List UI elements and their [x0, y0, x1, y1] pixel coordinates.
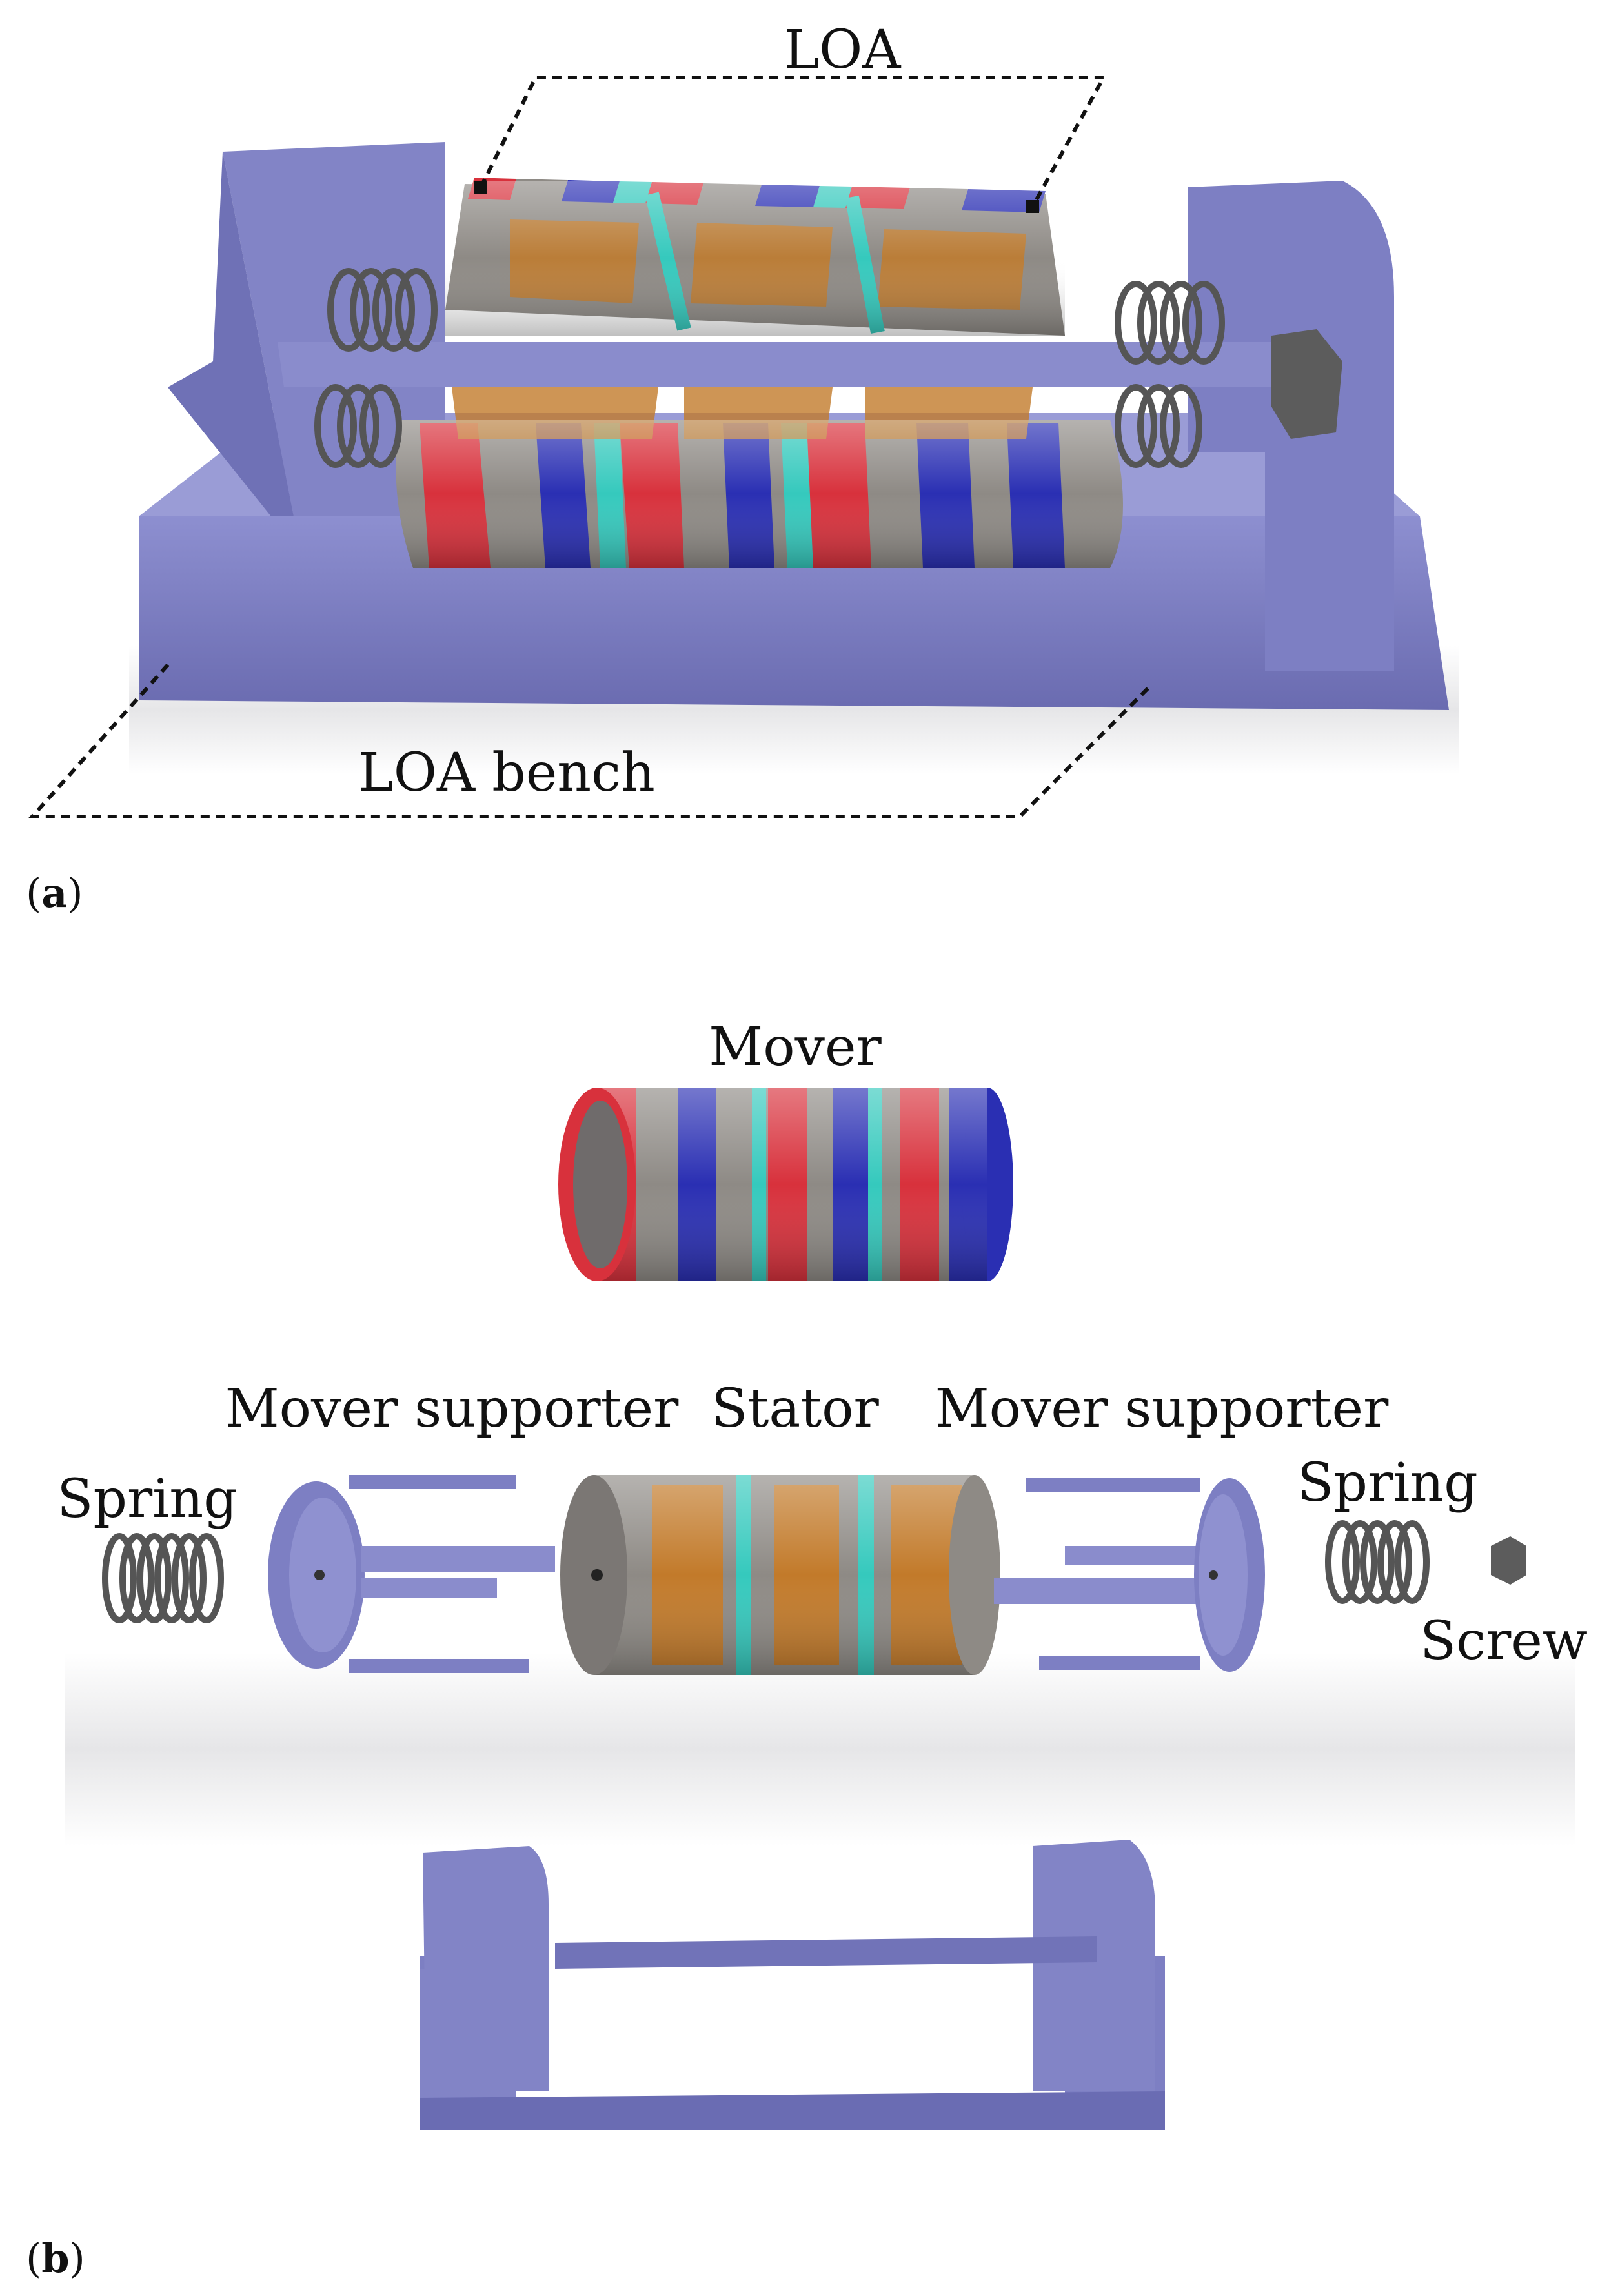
- loa-bench-b: [420, 1840, 1165, 2130]
- mover-cylinder-a-lower: [396, 387, 1124, 568]
- mover-cylinder-a: [445, 178, 1065, 336]
- loa-bench-dashed-outline: [28, 664, 1151, 818]
- panel-letter-a: a: [41, 869, 67, 917]
- loa-bench-left-support-side: [168, 152, 294, 516]
- label-mover-supporter-right: Mover supporter: [935, 1378, 1389, 1439]
- spring-b-left: [102, 1533, 224, 1623]
- panel-a: LOA LOA bench (a): [26, 19, 1459, 917]
- floor-shadow-b: [65, 1652, 1575, 1846]
- label-spring-right: Spring: [1297, 1452, 1477, 1514]
- label-stator: Stator: [711, 1378, 879, 1439]
- screw-a: [1271, 329, 1342, 439]
- label-mover: Mover: [709, 1017, 882, 1078]
- spring-b-right: [1325, 1520, 1430, 1604]
- mover-supporter-b-right: [994, 1478, 1265, 1672]
- screw-b: [1491, 1536, 1526, 1585]
- panel-letter-b: b: [41, 2235, 69, 2282]
- label-spring-left: Spring: [57, 1468, 237, 1530]
- label-loa-bench: LOA bench: [358, 742, 655, 804]
- loa-marker-left: [474, 181, 487, 194]
- spring-a-left: [314, 268, 438, 468]
- panel-b: Mover Mover supporter Stator Mover suppo…: [26, 1017, 1588, 2282]
- stator-b: [560, 1475, 1000, 1675]
- panel-label-a: (a): [26, 869, 83, 917]
- spring-a-right: [1115, 281, 1225, 468]
- panel-label-b: (b): [26, 2235, 85, 2282]
- mover-b: [558, 1088, 1013, 1281]
- loa-marker-right: [1026, 200, 1039, 213]
- loa-bench-rod: [278, 342, 1297, 387]
- label-loa: LOA: [784, 19, 902, 81]
- label-mover-supporter-left: Mover supporter: [225, 1378, 679, 1439]
- label-screw: Screw: [1420, 1610, 1588, 1672]
- loa-dashed-outline: [479, 76, 1108, 208]
- mover-supporter-b-left: [268, 1475, 555, 1673]
